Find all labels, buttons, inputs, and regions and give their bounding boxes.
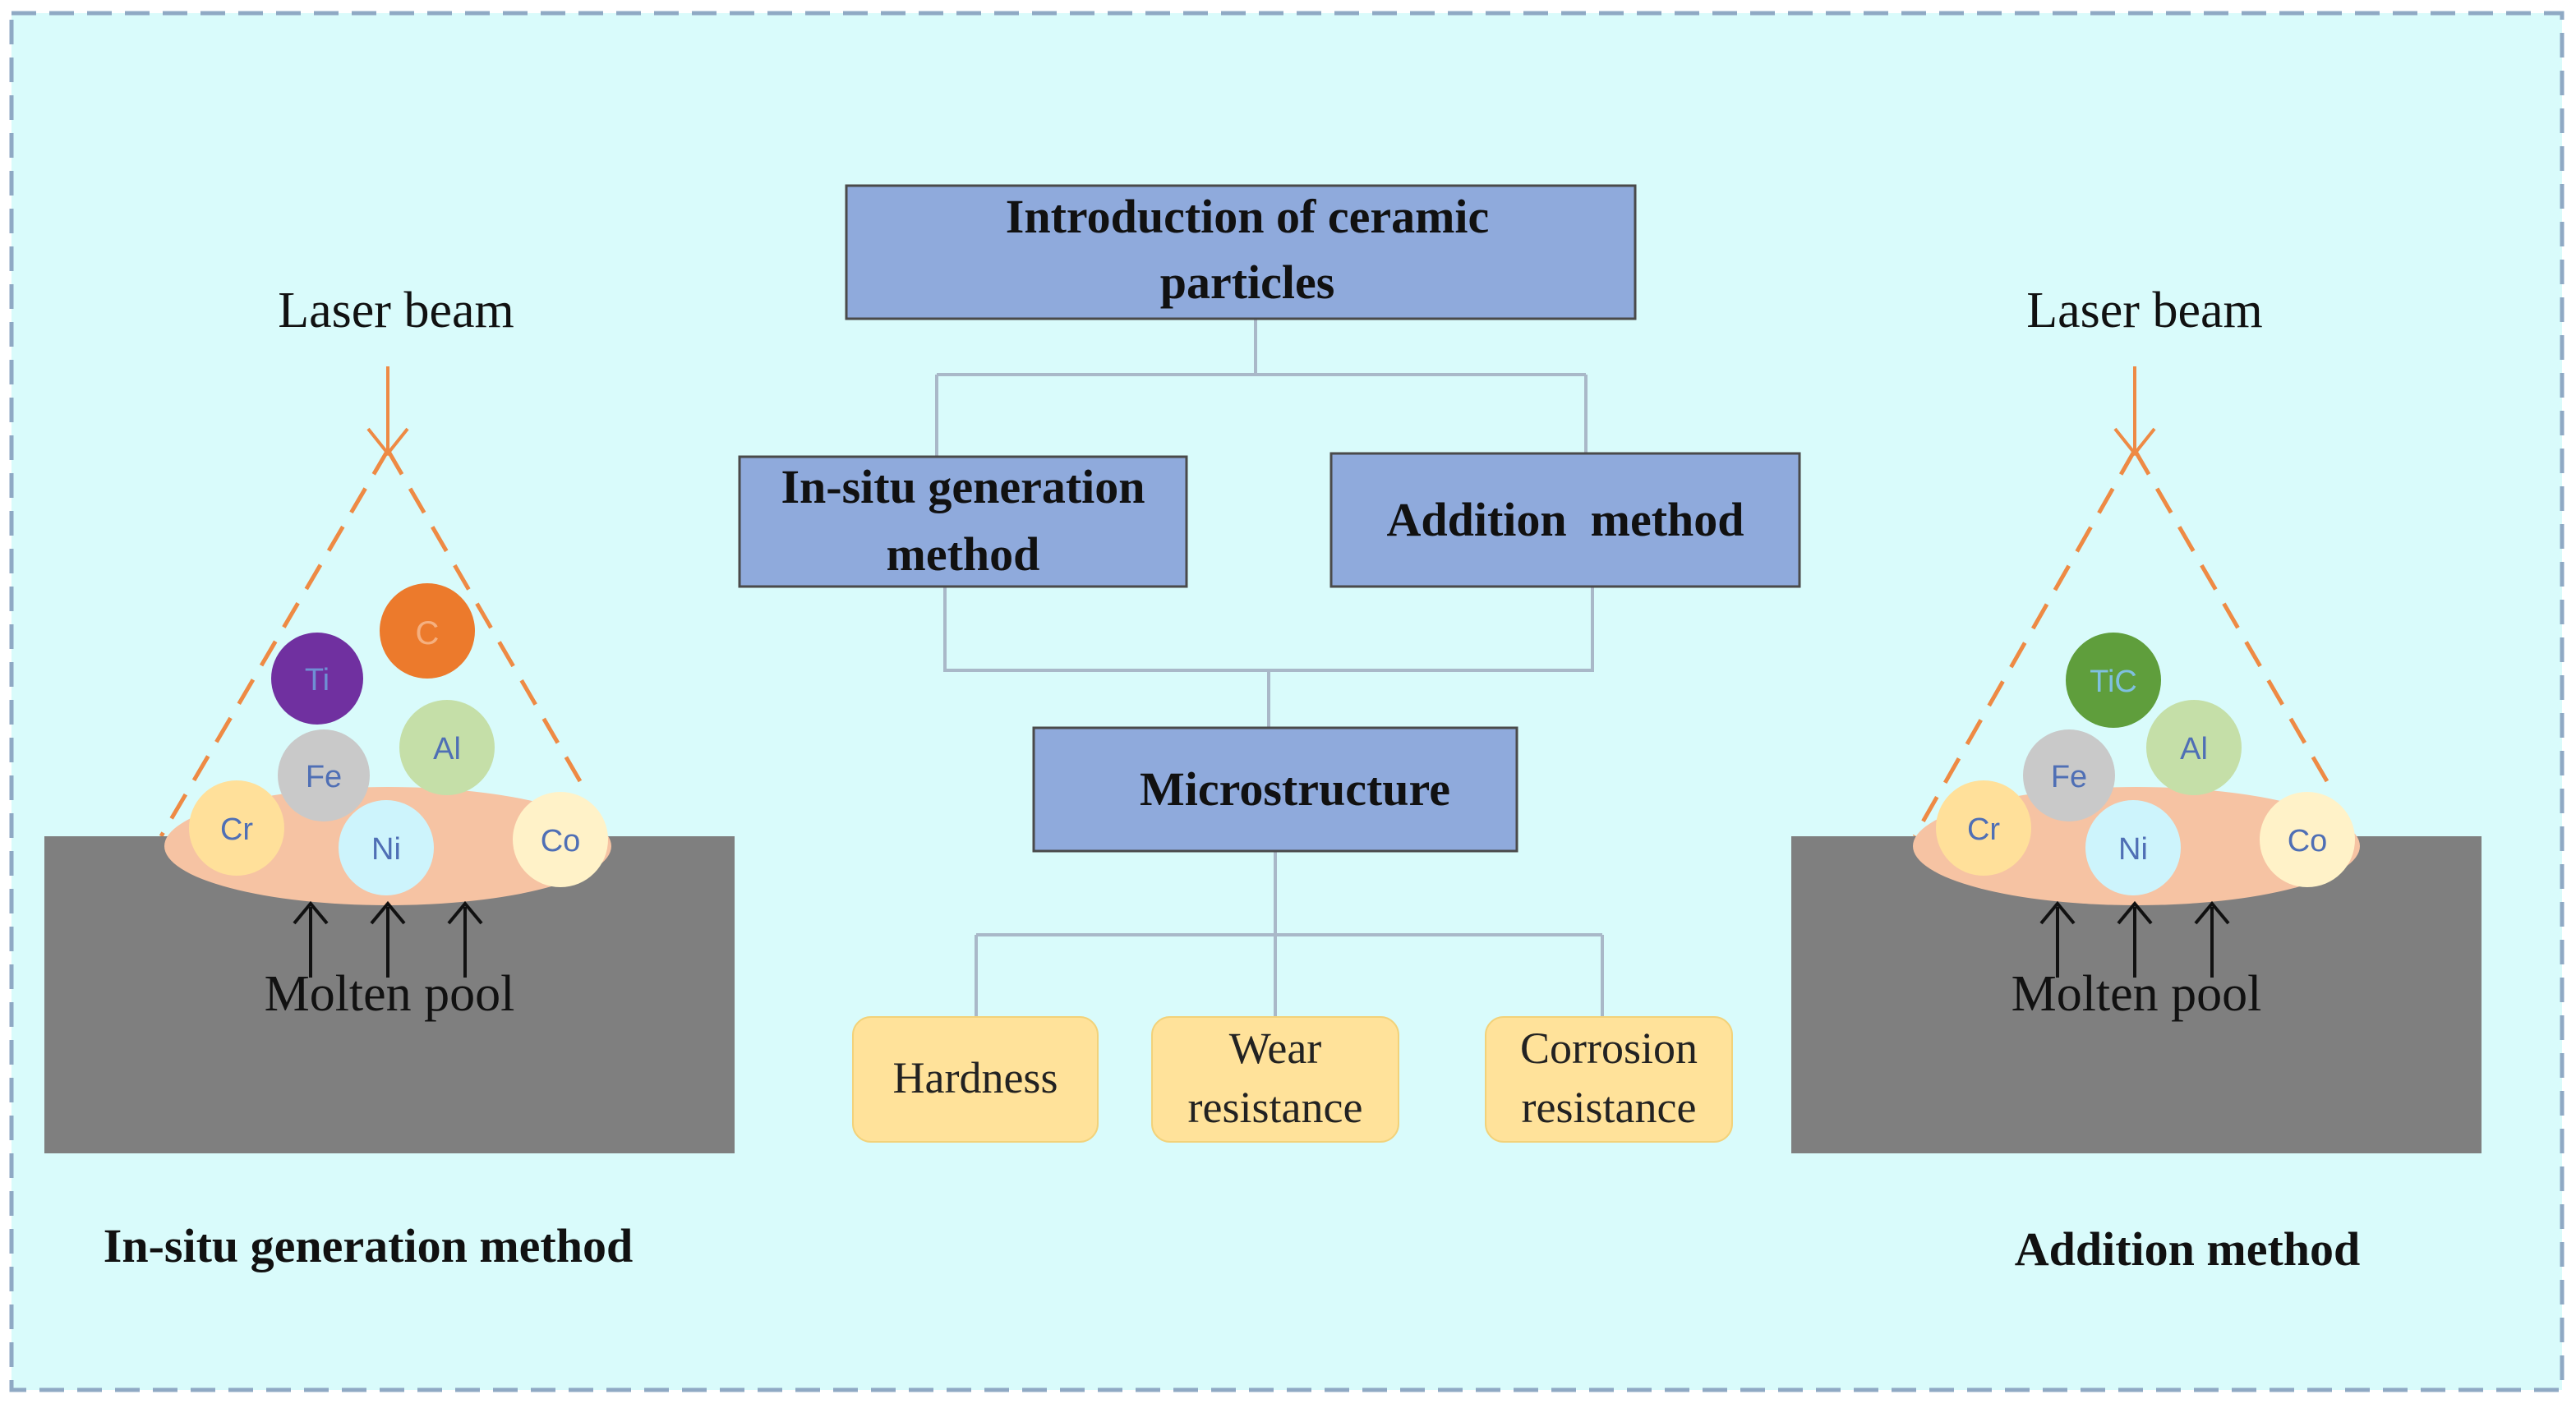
corrosion-resistance-box: Corrosion resistance [1485, 1016, 1733, 1143]
wear-label-line2: resistance [1188, 1083, 1363, 1132]
svg-text:TiC: TiC [2090, 665, 2137, 699]
right-particle-cr: Cr [1936, 780, 2031, 876]
right-caption: Addition method [2015, 1222, 2361, 1276]
corrosion-label-line1: Corrosion [1520, 1024, 1698, 1073]
left-pool-label: Molten pool [265, 966, 515, 1022]
header-title-line1: Introduction of ceramic [1006, 190, 1490, 243]
left-panel: Laser beam C Ti Fe Al [44, 283, 735, 1272]
svg-text:Fe: Fe [2051, 760, 2087, 794]
header-box: Introduction of ceramic particles [845, 184, 1637, 320]
left-pool-arrows [293, 900, 483, 978]
left-particle-cr: Cr [189, 780, 284, 876]
left-particle-co: Co [513, 792, 608, 887]
svg-text:Ni: Ni [2118, 832, 2148, 867]
svg-text:Ti: Ti [305, 663, 329, 697]
right-particle-fe: Fe [2023, 729, 2115, 821]
left-particle-ni: Ni [339, 800, 434, 895]
wear-label-line1: Wear [1229, 1024, 1322, 1073]
svg-text:Co: Co [541, 824, 581, 858]
left-particle-ti: Ti [271, 633, 363, 725]
right-laser-cone [1912, 449, 2333, 838]
left-laser-cone [159, 449, 586, 838]
microstructure-label: Microstructure [1140, 762, 1450, 816]
header-title-line2: particles [1160, 255, 1335, 309]
wear-resistance-box: Wear resistance [1151, 1016, 1399, 1143]
flowchart: Introduction of ceramic particles In-sit… [738, 184, 1801, 1143]
right-particle-al: Al [2146, 700, 2242, 795]
svg-text:Al: Al [433, 732, 461, 766]
svg-text:Al: Al [2180, 732, 2208, 766]
insitu-method-box: In-situ generation method [738, 455, 1188, 588]
right-panel: Laser beam TiC Fe Al Cr Ni [1791, 283, 2482, 1276]
svg-text:C: C [416, 615, 440, 651]
addition-method-label: Addition method [1386, 493, 1744, 546]
addition-method-box: Addition method [1329, 452, 1801, 588]
connector-lines [935, 319, 1604, 1017]
left-particle-c: C [380, 583, 475, 679]
insitu-method-line2: method [887, 527, 1040, 581]
right-particle-ni: Ni [2085, 800, 2181, 895]
svg-text:Cr: Cr [1967, 812, 2000, 847]
left-particle-fe: Fe [278, 729, 370, 821]
hardness-label: Hardness [893, 1053, 1058, 1102]
right-particle-co: Co [2260, 792, 2355, 887]
hardness-box: Hardness [852, 1016, 1099, 1143]
left-particle-al: Al [399, 700, 495, 795]
svg-text:Cr: Cr [220, 812, 253, 847]
right-pool-label: Molten pool [2011, 966, 2262, 1022]
right-particle-tic: TiC [2066, 633, 2161, 728]
insitu-method-line1: In-situ generation [781, 460, 1145, 513]
svg-text:Fe: Fe [306, 760, 342, 794]
svg-text:Co: Co [2288, 824, 2328, 858]
right-laser-label: Laser beam [2026, 283, 2262, 338]
right-pool-arrows [2039, 900, 2230, 978]
left-caption: In-situ generation method [104, 1219, 633, 1272]
microstructure-box: Microstructure [1032, 726, 1518, 853]
svg-text:Ni: Ni [371, 832, 401, 867]
left-laser-label: Laser beam [278, 283, 514, 338]
corrosion-label-line2: resistance [1522, 1083, 1697, 1132]
